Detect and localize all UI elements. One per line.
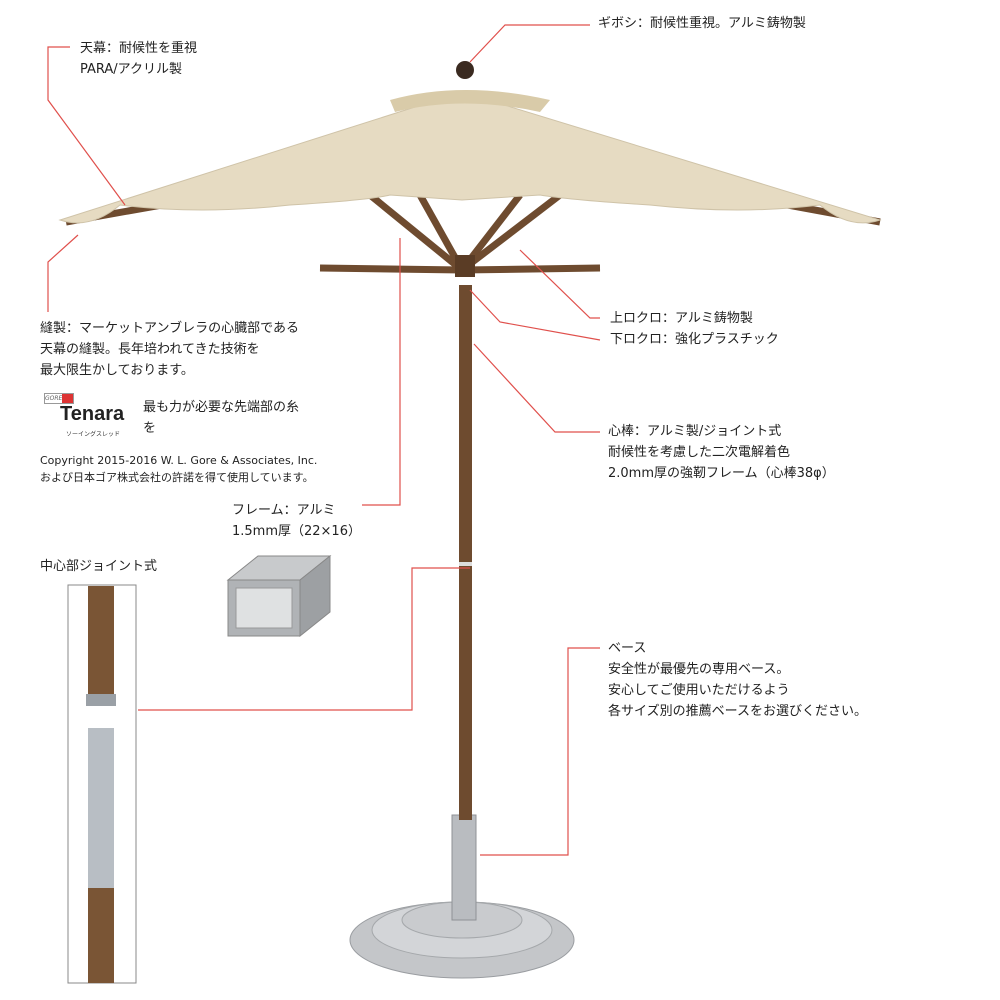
hub-label-line: 下ロクロ：強化プラスチック xyxy=(610,332,779,347)
copyright-note: Copyright 2015-2016 W. L. Gore & Associa… xyxy=(40,452,317,486)
base-label-line: 安全性が最優先の専用ベース。 xyxy=(608,662,790,677)
pole-label-line: 耐候性を考慮した二次電解着色 xyxy=(608,445,791,460)
gore-logo: GORE xyxy=(44,393,74,404)
base-label-line: 各サイズ別の推薦ベースをお選びください。 xyxy=(608,704,867,719)
finial-label: ギボシ：耐候性重視。アルミ鋳物製 xyxy=(598,13,806,34)
frame-label-line: フレーム：アルミ xyxy=(232,503,336,518)
frame-label-line: 1.5mm厚（22×16） xyxy=(232,524,361,539)
tenara-wordmark: Tenara xyxy=(60,403,125,425)
pole-label-line: 2.0mm厚の強靭フレーム（心棒38φ） xyxy=(608,466,835,481)
umbrella-pole xyxy=(459,285,472,820)
canopy xyxy=(58,91,882,224)
canopy-label-line: 天幕：耐候性を重視 xyxy=(80,41,198,56)
pole-label: 心棒：アルミ製/ジョイント式 耐候性を考慮した二次電解着色 2.0mm厚の強靭フ… xyxy=(608,421,835,484)
hub-label-line: 上ロクロ：アルミ鋳物製 xyxy=(610,311,753,326)
frame-profile xyxy=(226,554,332,638)
tenara-label-line: 最も力が必要な先端部の糸 xyxy=(143,400,300,415)
base-label: ベース 安全性が最優先の専用ベース。 安心してご使用いただけるよう 各サイズ別の… xyxy=(608,638,867,722)
hub xyxy=(455,255,475,277)
sewing-label-line: 縫製：マーケットアンブレラの心臓部である xyxy=(40,321,299,336)
leader-lines xyxy=(47,24,601,856)
base-sleeve xyxy=(451,814,477,921)
sewing-label-line: 最大限生かしております。 xyxy=(40,363,194,378)
canopy-label-line: PARA/アクリル製 xyxy=(80,62,183,77)
base-label-line: 安心してご使用いただけるよう xyxy=(608,683,790,698)
pole-label-line: 心棒：アルミ製/ジョイント式 xyxy=(608,424,782,439)
tenara-logo: GORE Tenara ソーイングスレッド xyxy=(40,393,132,443)
joint-label-line: 中心部ジョイント式 xyxy=(40,559,158,574)
sewing-label: 縫製：マーケットアンブレラの心臓部である 天幕の縫製。長年培われてきた技術を 最… xyxy=(40,318,299,381)
finial-label-line: ギボシ：耐候性重視。アルミ鋳物製 xyxy=(598,16,806,31)
base-label-line: ベース xyxy=(608,641,647,656)
copyright-line: Copyright 2015-2016 W. L. Gore & Associa… xyxy=(40,454,318,467)
sewing-label-line: 天幕の縫製。長年培われてきた技術を xyxy=(40,342,260,357)
joint-label: 中心部ジョイント式 xyxy=(40,556,157,577)
tenara-label: 最も力が必要な先端部の糸 を xyxy=(143,397,299,439)
copyright-line: および日本ゴア株式会社の許諾を得て使用しています。 xyxy=(40,471,314,484)
tenara-subtitle: ソーイングスレッド xyxy=(66,431,121,438)
finial xyxy=(456,61,474,79)
canopy-label: 天幕：耐候性を重視 PARA/アクリル製 xyxy=(80,38,197,80)
frame-label: フレーム：アルミ 1.5mm厚（22×16） xyxy=(232,500,361,542)
hub-label: 上ロクロ：アルミ鋳物製 下ロクロ：強化プラスチック xyxy=(610,308,779,350)
tenara-label-line: を xyxy=(143,421,157,436)
